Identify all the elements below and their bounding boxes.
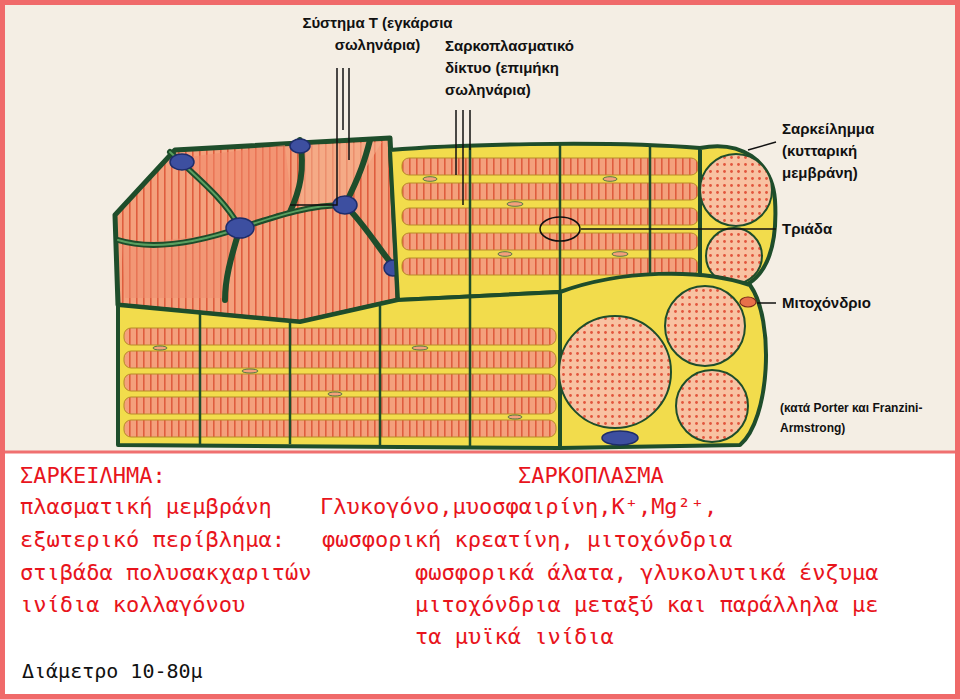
myofibril — [124, 328, 556, 345]
note-text: μιτοχόνδρια μεταξύ και παράλληλα με τα μ… — [415, 589, 900, 653]
frame — [3, 3, 958, 697]
reticulum-hole — [603, 177, 617, 182]
leader-line — [455, 110, 457, 175]
myofibril — [124, 420, 556, 437]
myofibril — [124, 351, 556, 368]
leader-line — [348, 68, 350, 160]
myofibril-end — [559, 316, 671, 428]
reticulum-hole — [412, 346, 428, 350]
structure-label: Τριάδα — [782, 218, 832, 240]
myofibril-end — [700, 154, 772, 226]
note-text: φωσφορική κρεατίνη, μιτοχόνδρια — [322, 524, 733, 556]
membrane-line — [225, 228, 240, 300]
myofibril-end — [665, 286, 745, 366]
mitochondrion — [740, 297, 756, 307]
leader-line — [581, 228, 776, 230]
section-heading: ΣΑΡΚΟΠΛΑΣΜΑ — [518, 460, 664, 492]
nucleus — [602, 431, 638, 445]
structure-label: Σαρκοπλασματικό δίκτυο (επιμήκη σωληνάρι… — [445, 35, 580, 101]
myofibril-end — [676, 370, 748, 442]
note-text: στιβάδα πολυσακχαριτών — [20, 557, 311, 589]
t-tubule — [289, 322, 292, 444]
myofibril — [402, 208, 698, 225]
reticulum-hole — [153, 346, 167, 350]
t-tubule — [469, 297, 472, 446]
fibre-end — [700, 146, 775, 290]
membrane-line — [118, 228, 240, 245]
myofibril — [124, 374, 556, 391]
divider-line — [4, 451, 956, 454]
leader-line — [342, 68, 344, 130]
membrane-highlight — [118, 228, 240, 245]
myofibril — [402, 158, 698, 175]
sarcoplasmic-reticulum — [118, 292, 560, 448]
myofibril-bundle — [180, 145, 292, 224]
text-ground — [4, 452, 956, 695]
reticulum-hole — [507, 202, 523, 207]
leader-line — [290, 68, 337, 205]
nucleus — [226, 218, 254, 238]
t-tubule — [469, 147, 472, 296]
membrane-highlight — [170, 152, 240, 228]
triad-marker — [540, 217, 580, 241]
structure-label: Σύστημα Τ (εγκάρσια σωληνάρια) — [290, 12, 465, 56]
note-text: πλασματική μεμβράνη — [20, 491, 272, 523]
membrane-highlight — [240, 205, 345, 228]
reticulum-hole — [423, 177, 437, 182]
membrane-line — [170, 152, 240, 228]
t-tubule — [649, 146, 652, 287]
fibre-cross-section — [115, 138, 398, 322]
dimension-note: Διάμετρο 10-80μ — [22, 656, 203, 686]
note-text: ινίδια κολλαγόνου — [20, 589, 245, 621]
leader-line — [469, 110, 471, 150]
leader-line — [757, 302, 776, 304]
t-tubule — [379, 306, 382, 445]
structure-label: Σαρκείλημμα (κυτταρική μεμβράνη) — [782, 118, 900, 184]
myofibril — [124, 397, 556, 414]
note-text: φωσφορικά άλατα, γλυκολυτικά ένζυμα — [415, 557, 879, 589]
leader-line — [462, 110, 464, 205]
myofibril — [402, 233, 698, 250]
picture-ground — [4, 4, 956, 452]
t-tubule — [199, 314, 202, 444]
nucleus — [170, 154, 194, 170]
fibre-end — [560, 274, 766, 448]
nucleus — [290, 139, 310, 153]
reticulum-hole — [328, 392, 342, 396]
note-text: εξωτερικό περίβλημα: — [20, 524, 285, 556]
section-heading: ΣΑΡΚΕΙΛΗΜΑ: — [20, 460, 166, 492]
reticulum-hole — [612, 252, 628, 257]
note-text: Γλυκογόνο,μυοσφαιρίνη,K⁺,Mg²⁺, — [320, 491, 717, 523]
source-note: (κατά Porter και Franzini-Armstrong) — [780, 398, 945, 438]
leader-line — [748, 142, 776, 150]
reticulum-hole — [508, 415, 522, 419]
reticulum-hole — [498, 252, 512, 257]
structure-label: Μιτοχόνδριο — [782, 292, 871, 314]
myofibril — [402, 183, 698, 200]
reticulum-hole — [242, 369, 258, 373]
